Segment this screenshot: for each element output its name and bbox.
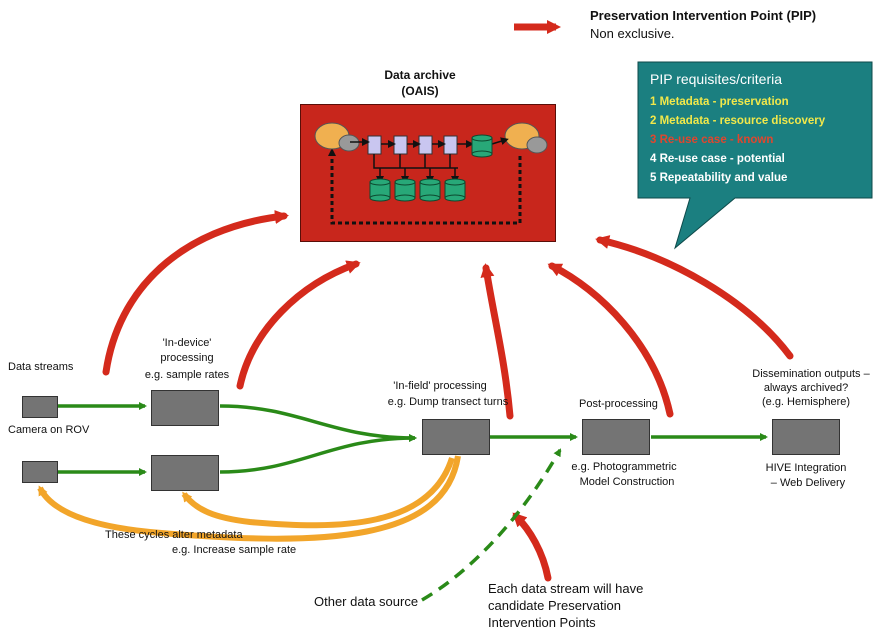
- criteria-title: PIP requisites/criteria: [650, 71, 783, 87]
- criteria-item-4: 4 Re-use case - potential: [650, 153, 785, 165]
- label-cycles-1: These cycles alter metadata: [105, 529, 243, 541]
- legend-subtitle: Non exclusive.: [590, 26, 675, 41]
- label-cycles-2: e.g. Increase sample rate: [172, 544, 297, 556]
- criteria-item-2: 2 Metadata - resource discovery: [650, 115, 826, 127]
- archive-title: Data archive: [384, 68, 456, 82]
- legend-title: Preservation Intervention Point (PIP): [590, 8, 817, 23]
- criteria-item-5: 5 Repeatability and value: [650, 172, 788, 184]
- label-dissemination-3: (e.g. Hemisphere): [761, 396, 851, 408]
- label-in-device-3: e.g. sample rates: [144, 369, 230, 381]
- criteria-item-3: 3 Re-use case - known: [650, 134, 774, 146]
- criteria-item-1: 1 Metadata - preservation: [650, 96, 789, 108]
- in-device-box-1: [151, 390, 219, 426]
- archive-workflow: [314, 122, 548, 225]
- in-field-box: [422, 419, 490, 455]
- pip-arrow-dissemination: [595, 235, 794, 360]
- label-photogrammetric-1: e.g. Photogrammetric: [571, 461, 677, 473]
- flow-indevice1-to-infield: [219, 404, 417, 442]
- flow-indevice2-to-infield: [219, 434, 417, 474]
- pip-arrow-candidate: [512, 512, 552, 582]
- cycle-arrow-to-indevice: [181, 457, 455, 529]
- camera-rov-box: [22, 396, 58, 418]
- pip-arrow-post-processing: [547, 262, 674, 418]
- label-hive-1: HIVE Integration: [765, 462, 847, 474]
- label-dissemination-2: always archived?: [763, 382, 849, 394]
- label-in-device-2: processing: [160, 352, 214, 364]
- dissemination-box: [772, 419, 840, 455]
- label-post-processing: Post-processing: [579, 398, 658, 410]
- label-other-source: Other data source: [314, 594, 419, 609]
- label-in-device-1: 'In-device': [162, 337, 212, 349]
- pip-arrow-in-field: [480, 263, 514, 420]
- label-dissemination-1: Dissemination outputs –: [752, 368, 870, 380]
- label-data-streams: Data streams: [8, 361, 74, 373]
- pip-arrow-data-streams: [102, 210, 289, 376]
- archive-database-icons: [369, 134, 493, 202]
- label-hive-2: – Web Delivery: [770, 477, 846, 489]
- label-each-stream-1: Each data stream will have: [488, 581, 644, 596]
- label-in-field-2: e.g. Dump transect turns: [387, 396, 509, 408]
- data-stream-2-box: [22, 461, 58, 483]
- label-each-stream-2: candidate Preservation: [488, 598, 621, 613]
- cycle-arrow-to-stream: [37, 455, 461, 542]
- producer-cloud-icon: [314, 122, 360, 152]
- consumer-cloud-icon: [504, 122, 548, 154]
- label-in-field-1: 'In-field' processing: [393, 380, 487, 392]
- cycle-arrows: [37, 455, 461, 542]
- criteria-callout: [637, 61, 873, 250]
- flow-other-source: [421, 448, 562, 602]
- post-processing-box: [582, 419, 650, 455]
- pip-arrows: [102, 210, 794, 582]
- pip-arrow-in-device: [236, 260, 361, 390]
- label-each-stream-3: Intervention Points: [488, 615, 596, 630]
- archive-subtitle: (OAIS): [401, 84, 439, 98]
- label-camera-rov: Camera on ROV: [8, 424, 90, 436]
- in-device-box-2: [151, 455, 219, 491]
- archive-loop: [328, 148, 522, 225]
- label-photogrammetric-2: Model Construction: [579, 476, 675, 488]
- flow-arrows: [58, 402, 768, 602]
- archive-process-icons: [367, 135, 458, 155]
